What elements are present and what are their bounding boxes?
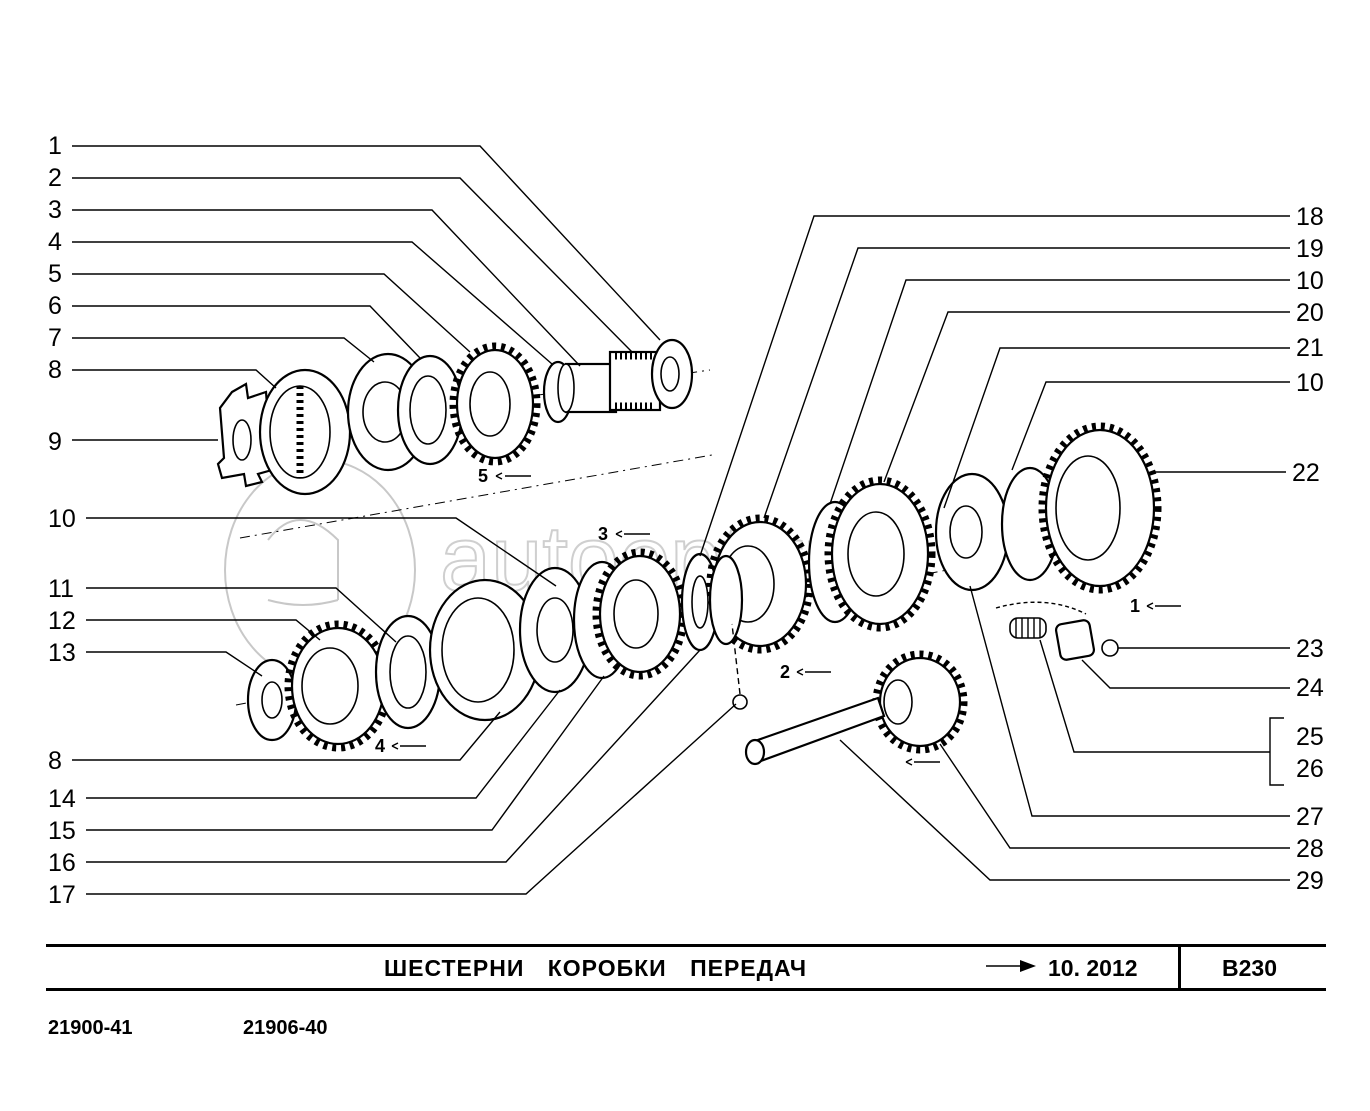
callout-number: 16 [48, 849, 76, 877]
gear-label-2: 2 [780, 662, 790, 682]
callout-number: 23 [1296, 635, 1324, 663]
reverse-idler-shaft [750, 696, 886, 764]
callout-number: 28 [1296, 835, 1324, 863]
callout-number: 1 [48, 132, 62, 160]
lower-left-group [246, 548, 720, 752]
footer-divider [1178, 944, 1181, 990]
callout-number: 9 [48, 428, 62, 456]
bushing [564, 362, 618, 414]
leader-line [839, 739, 1290, 881]
leader-line [72, 305, 421, 359]
callout-number: 11 [48, 575, 74, 603]
gear-label-5: 5 [478, 466, 488, 486]
callout-number: 21 [1296, 334, 1324, 362]
leader-line [943, 347, 1290, 509]
callout-number: 2 [48, 164, 62, 192]
callout-number: 10 [1296, 267, 1324, 295]
model-code: 21900-41 [48, 1017, 133, 1039]
leader-line [939, 743, 1290, 849]
leader-line [699, 215, 1290, 557]
leader-line [86, 517, 557, 587]
callout-number: 15 [48, 817, 76, 845]
callout-number: 29 [1296, 867, 1324, 895]
leader-line [86, 651, 263, 677]
car-icon [905, 758, 940, 766]
model-code: 21906-40 [243, 1017, 328, 1039]
callout-number: 26 [1296, 755, 1324, 783]
page-code: B230 [1222, 955, 1277, 981]
leader-line [72, 273, 471, 353]
leader-line [969, 585, 1290, 817]
leader-line [72, 337, 375, 363]
upper-shaft-group [216, 338, 694, 496]
callout-number: 13 [48, 639, 76, 667]
leader-line [86, 703, 737, 895]
thrust-ring-18 [708, 554, 744, 646]
leader-line [72, 369, 277, 389]
leader-line [829, 279, 1290, 505]
callout-number: 5 [48, 260, 62, 288]
leader-line [86, 649, 701, 863]
leader-line [72, 241, 553, 365]
callout-number: 8 [48, 747, 62, 775]
callout-number: 10 [1296, 369, 1324, 397]
leader-line [86, 587, 397, 643]
callout-number: 7 [48, 324, 62, 352]
leader-line [86, 619, 321, 641]
callout-number: 25 [1296, 723, 1324, 751]
gear-label-1: 1 [1130, 596, 1140, 616]
car-icon [391, 742, 426, 750]
leader-line [763, 247, 1290, 519]
detent-ball-17 [732, 694, 748, 710]
callout-number: 8 [48, 356, 62, 384]
callout-number: 10 [48, 505, 76, 533]
gear-labels: 5 3 4 2 1 [375, 466, 1181, 766]
page-title: ШЕСТЕРНИ КОРОБКИ ПЕРЕДАЧ [384, 955, 808, 981]
callout-number: 24 [1296, 674, 1324, 702]
leader-line [72, 177, 633, 353]
leader-line [86, 675, 605, 831]
callout-number: 17 [48, 881, 76, 909]
car-icon [615, 530, 650, 538]
leader-line [72, 209, 581, 367]
gear-label-3: 3 [598, 524, 608, 544]
detent-pad [1054, 619, 1096, 661]
leader-line [883, 311, 1290, 483]
footer-bottom-rule [46, 988, 1326, 991]
footer-top-rule [46, 944, 1326, 947]
arrow-icon [986, 960, 1036, 972]
callout-number: 4 [48, 228, 62, 256]
leader-line [86, 689, 561, 799]
callout-number: 18 [1296, 203, 1324, 231]
callout-number: 27 [1296, 803, 1324, 831]
callout-number: 3 [48, 196, 62, 224]
left-callouts: 1 2 3 4 5 6 7 8 9 10 11 12 13 8 14 15 16… [48, 132, 737, 909]
leader-line [1039, 639, 1270, 753]
leader-line [72, 145, 661, 341]
detent-ball-23 [1101, 639, 1119, 657]
callout-number: 22 [1292, 459, 1320, 487]
callout-number: 12 [48, 607, 76, 635]
revision-date: 10. 2012 [1048, 955, 1138, 981]
gear-label-4: 4 [375, 736, 385, 756]
detent-spring [1009, 617, 1047, 639]
right-group [706, 422, 1162, 766]
right-callouts: 18 19 10 20 21 10 22 23 24 25 26 27 28 2… [699, 203, 1324, 895]
callout-number: 14 [48, 785, 76, 813]
car-icon [495, 472, 531, 480]
callout-number: 19 [1296, 235, 1324, 263]
car-icon [1146, 602, 1181, 610]
leader-line [72, 711, 501, 761]
bracket-line [1269, 717, 1284, 786]
callout-number: 6 [48, 292, 62, 320]
leader-line [1011, 381, 1290, 471]
callout-number: 20 [1296, 299, 1324, 327]
leader-line [1081, 659, 1290, 689]
car-icon [796, 668, 831, 676]
